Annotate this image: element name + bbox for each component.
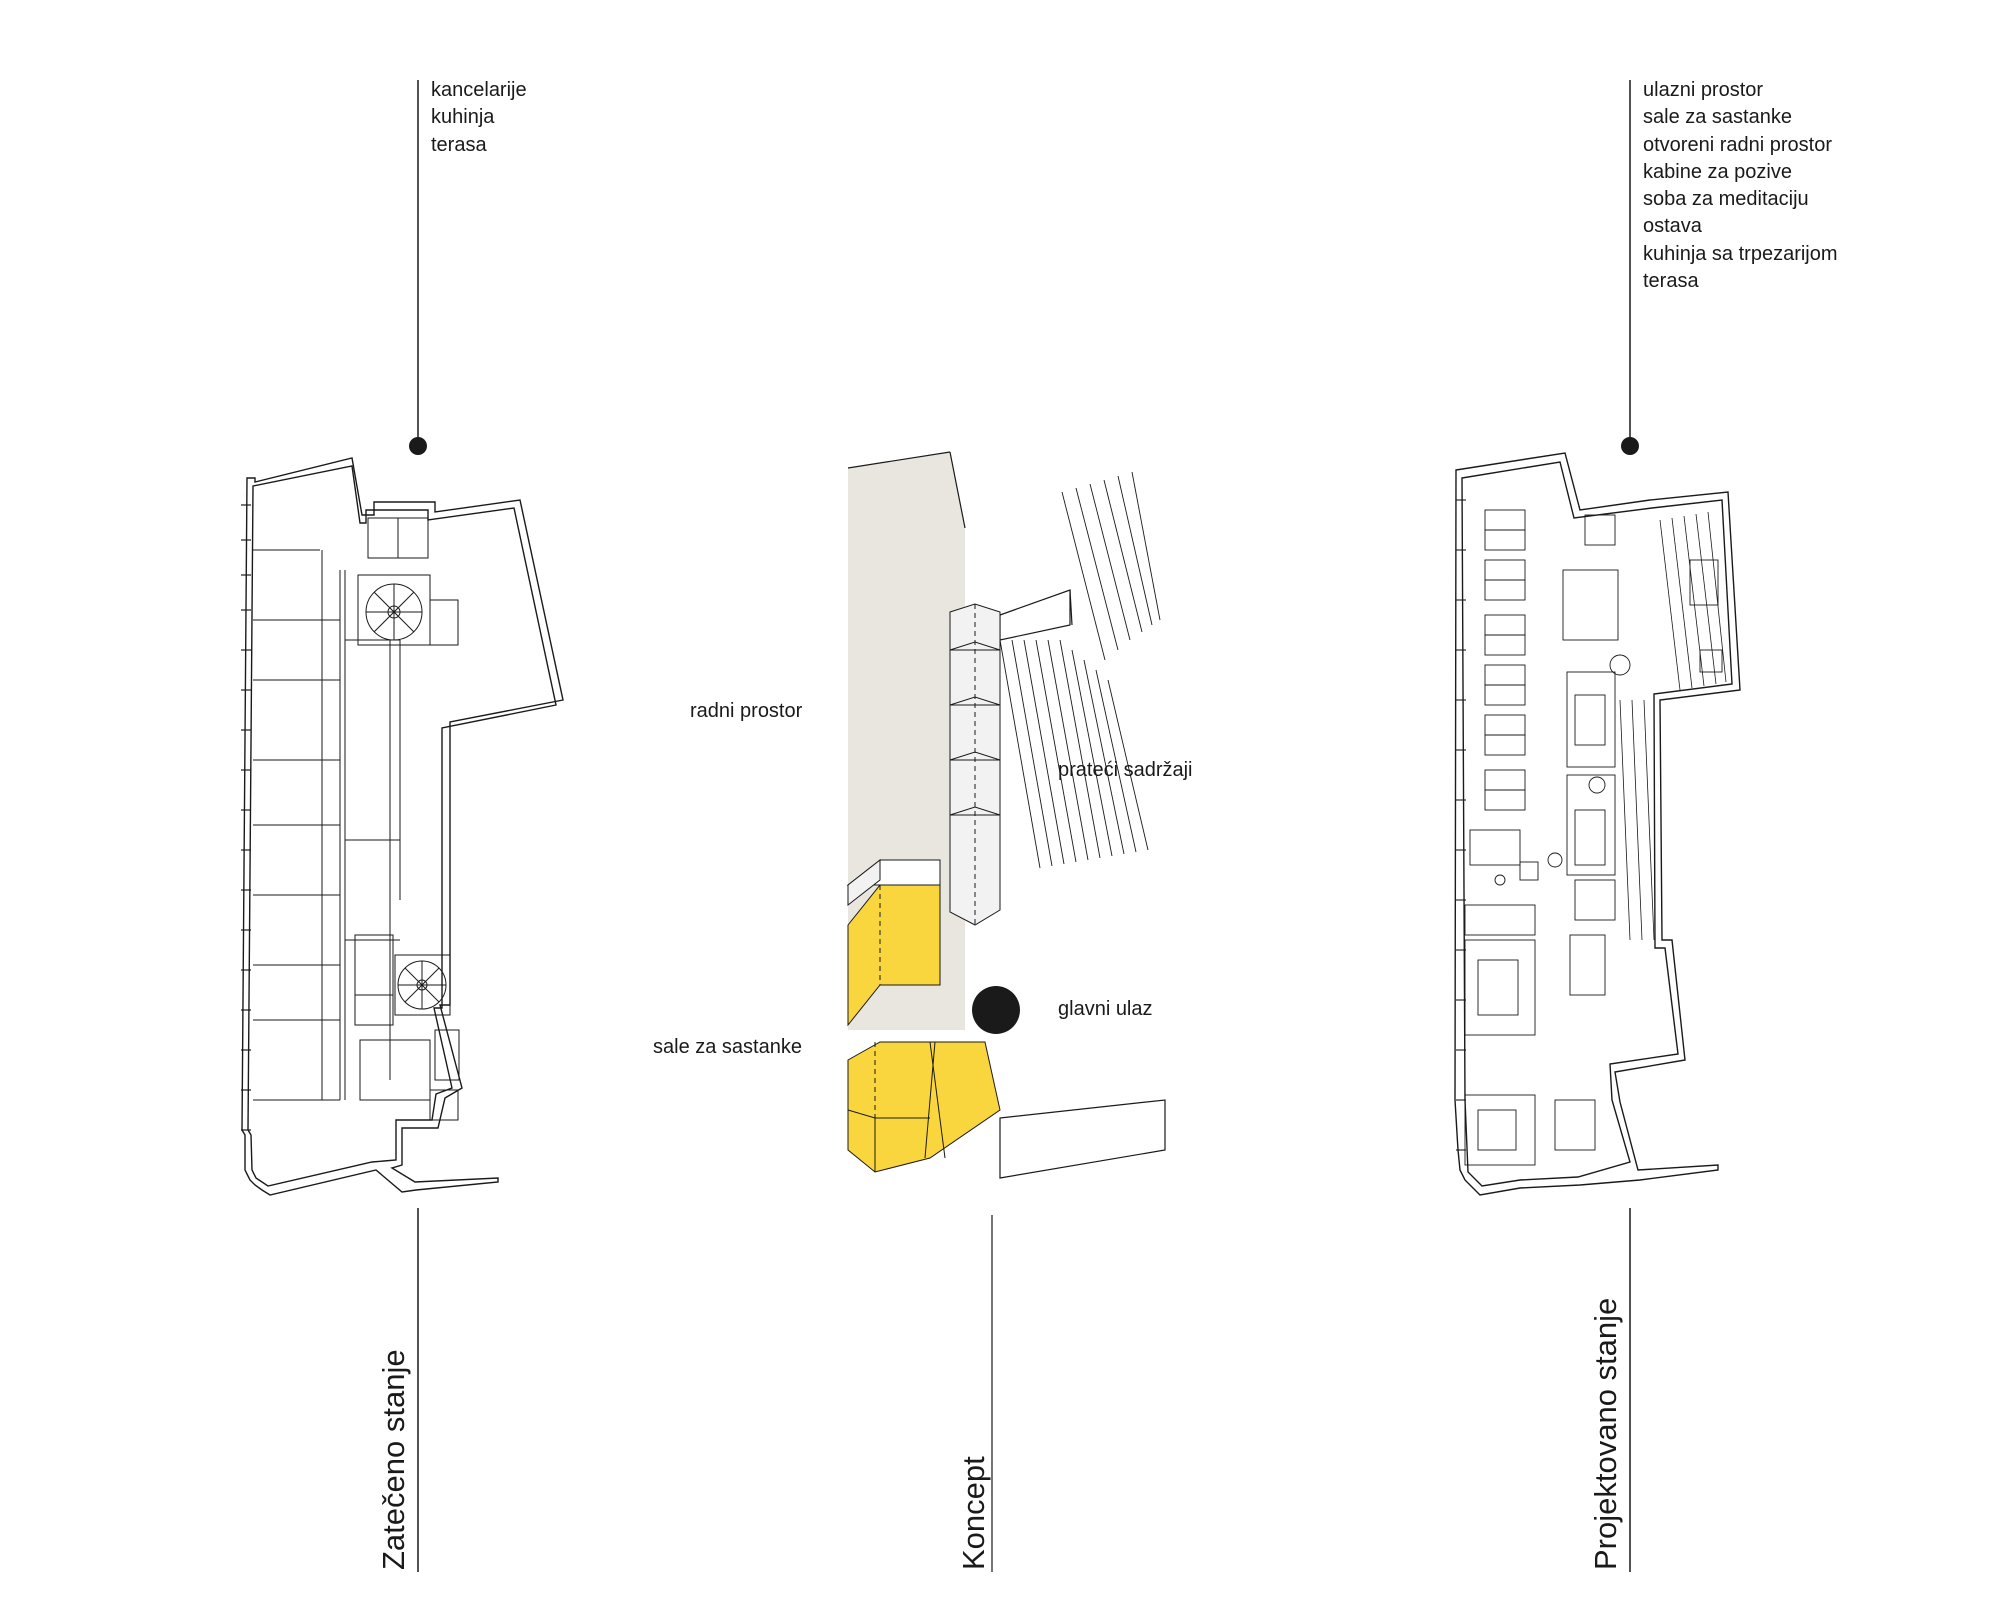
concept-label-main-entrance: glavni ulaz	[1058, 998, 1153, 1020]
designed-functions-list: ulazni prostor sale za sastanke otvoreni…	[1643, 77, 1838, 295]
concept-support-volumes	[949, 603, 1001, 926]
designed-facade-windows	[1456, 499, 1466, 1151]
designed-state-panel: ulazni prostor sale za sastanke otvoreni…	[1380, 0, 2000, 1600]
designed-title: Projektovano stanje	[1588, 1297, 1623, 1570]
existing-title: Zatečeno stanje	[376, 1349, 411, 1570]
concept-diagram	[846, 451, 1166, 1572]
concept-meeting-rooms	[846, 858, 1001, 1173]
existing-functions-list: kancelarije kuhinja terasa	[431, 77, 527, 159]
designed-function-item: sale za sastanke	[1643, 106, 1792, 129]
concept-building-edges	[847, 451, 1166, 1572]
designed-function-item: otvoreni radni prostor	[1643, 133, 1832, 156]
existing-function-item: terasa	[431, 133, 487, 156]
designed-function-item: kuhinja sa trpezarijom	[1643, 242, 1838, 265]
designed-function-item: terasa	[1643, 270, 1699, 293]
existing-callout-dot	[409, 437, 427, 455]
existing-function-item: kuhinja	[431, 106, 495, 129]
concept-label-work-area: radni prostor	[690, 700, 803, 722]
designed-function-item: soba za meditaciju	[1643, 188, 1809, 211]
existing-floor-plan	[241, 80, 564, 1572]
concept-hatching	[999, 471, 1161, 869]
designed-plan-walls	[1454, 452, 1741, 1196]
existing-stair-upper	[357, 574, 431, 646]
existing-function-item: kancelarije	[431, 79, 527, 101]
existing-upper-core	[367, 517, 459, 646]
existing-plan-walls	[241, 457, 564, 1196]
existing-facade-windows	[241, 504, 251, 1131]
designed-function-item: ostava	[1643, 215, 1702, 238]
concept-title: Koncept	[956, 1456, 991, 1570]
designed-terrace-furniture	[1584, 514, 1723, 676]
designed-function-item: ulazni prostor	[1643, 79, 1764, 101]
designed-callout-dot	[1621, 437, 1639, 455]
existing-state-panel: kancelarije kuhinja terasa Zatečeno stan…	[0, 0, 680, 1600]
existing-interior-partitions	[253, 549, 401, 1101]
concept-main-entrance-dot	[972, 986, 1020, 1034]
designed-meeting-rooms	[1464, 904, 1596, 1166]
designed-core-rooms	[1562, 569, 1619, 996]
concept-label-meeting-rooms: sale za sastanke	[653, 1036, 802, 1058]
concept-label-support: prateći sadržaji	[1058, 759, 1193, 781]
designed-floor-plan	[1454, 80, 1741, 1572]
designed-function-item: kabine za pozive	[1643, 160, 1792, 183]
existing-stair-lower	[394, 954, 451, 1016]
designed-open-workspace-desks	[1469, 509, 1563, 886]
existing-lower-core	[354, 934, 460, 1121]
designed-terrace-hatching	[1619, 511, 1727, 941]
concept-panel: radni prostor prateći sadržaji sale za s…	[640, 0, 1260, 1600]
